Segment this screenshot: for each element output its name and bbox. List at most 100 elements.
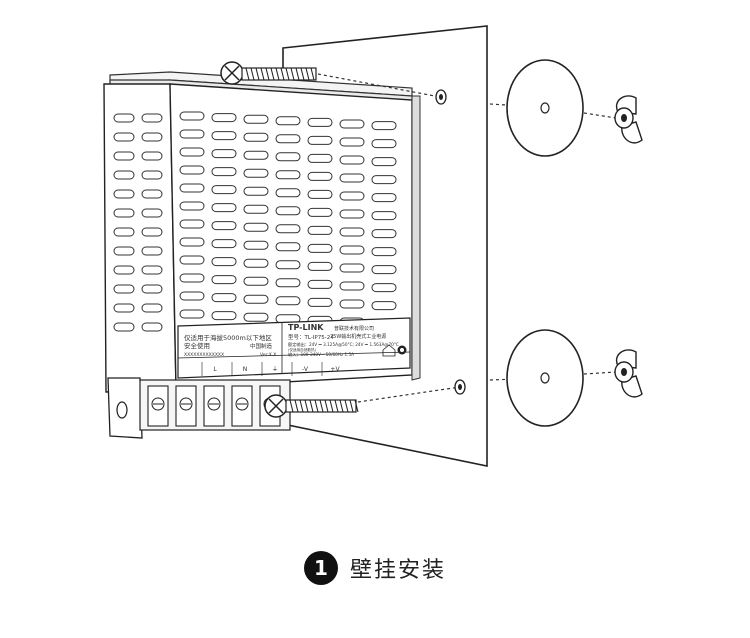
vent-slot	[371, 121, 397, 131]
terminal-label: N	[243, 366, 248, 373]
terminal-label: -V	[302, 366, 309, 373]
vent-slot	[339, 227, 365, 237]
vent-slot	[211, 113, 237, 123]
vent-slot	[179, 147, 205, 157]
vent-slot	[113, 113, 135, 123]
vent-slot	[307, 117, 333, 127]
vent-slot	[179, 165, 205, 175]
vent-slot	[113, 303, 135, 313]
vent-slot	[113, 151, 135, 161]
vent-slot	[275, 188, 301, 198]
terminal-label: L	[213, 366, 217, 373]
vent-slot	[275, 260, 301, 270]
vent-slot	[243, 312, 269, 322]
mount-hole-top	[435, 89, 447, 105]
vent-slot	[243, 132, 269, 142]
vent-slot	[211, 293, 237, 303]
vent-slot	[113, 170, 135, 180]
wing-nut-bottom	[614, 349, 643, 398]
terminal-post	[175, 385, 197, 427]
vent-slot	[371, 139, 397, 149]
terminal-label: ⏚	[272, 366, 278, 373]
guide-line-nut-bottom	[583, 371, 617, 375]
vent-slot	[339, 209, 365, 219]
guide-line-top	[317, 73, 441, 98]
vent-slot	[179, 237, 205, 247]
step-number-badge: 1	[303, 551, 338, 585]
label-batch: Ver:X.X	[260, 352, 276, 358]
label-notice-line1: 仅适用于海拔5000m以下地区	[184, 333, 272, 342]
vent-slot	[275, 296, 301, 306]
vent-slot	[211, 221, 237, 231]
vent-slot	[307, 153, 333, 163]
vent-slot	[243, 276, 269, 286]
vent-slot	[339, 281, 365, 291]
vent-slot	[211, 311, 237, 321]
vent-slot	[307, 279, 333, 289]
vent-slot	[179, 273, 205, 283]
vent-slot	[141, 208, 163, 218]
vent-slot	[141, 227, 163, 237]
vent-slot	[141, 303, 163, 313]
vent-slot	[275, 242, 301, 252]
label-brand: TP-LINK	[288, 323, 324, 332]
vent-slot	[275, 206, 301, 216]
home-icon	[382, 344, 396, 357]
vent-slot	[141, 113, 163, 123]
label-company: 普联技术有限公司	[334, 325, 374, 332]
screw-top	[220, 61, 317, 85]
step-caption: 1 壁挂安装	[0, 548, 750, 588]
vent-slot	[275, 278, 301, 288]
vent-slot	[371, 265, 397, 275]
washer-top	[506, 59, 584, 157]
vent-slot	[243, 150, 269, 160]
vent-slot	[307, 261, 333, 271]
vent-slot	[141, 322, 163, 332]
vent-slot	[371, 283, 397, 293]
vent-slot	[141, 132, 163, 142]
vent-slot	[243, 114, 269, 124]
vent-slot	[339, 155, 365, 165]
vent-slot	[371, 301, 397, 311]
vent-slot	[179, 111, 205, 121]
vent-slot	[307, 243, 333, 253]
product-label: 仅适用于海拔5000m以下地区 安全使用 中国制造 XXXXXXXXXXXXX …	[177, 317, 411, 379]
terminal-label: +V	[330, 366, 340, 373]
vent-slot	[243, 222, 269, 232]
label-notice-line2: 安全使用	[184, 341, 210, 350]
vent-slot	[211, 275, 237, 285]
label-rating-out-suffix: (仅适用自然散热)	[288, 347, 317, 352]
vent-slot	[371, 157, 397, 167]
vent-slot	[307, 297, 333, 307]
vent-slot	[243, 258, 269, 268]
certification-icon	[397, 345, 407, 355]
step-title: 壁挂安装	[349, 558, 446, 583]
vent-slot	[371, 247, 397, 257]
wall-mount-diagram: 仅适用于海拔5000m以下地区 安全使用 中国制造 XXXXXXXXXXXXX …	[103, 25, 643, 467]
vent-slot	[141, 151, 163, 161]
guide-line-nut-top	[583, 112, 617, 119]
vent-slot	[339, 245, 365, 255]
vent-slot	[179, 255, 205, 265]
vent-slot	[211, 131, 237, 141]
vent-slot	[339, 299, 365, 309]
vent-slot	[339, 191, 365, 201]
vent-slot	[243, 168, 269, 178]
vent-slot	[371, 211, 397, 221]
vent-slot	[307, 207, 333, 217]
vent-slot	[371, 193, 397, 203]
vent-slot	[179, 201, 205, 211]
vent-slot	[339, 263, 365, 273]
vent-slot	[211, 257, 237, 267]
vent-slot	[179, 291, 205, 301]
vent-slot	[275, 170, 301, 180]
mount-hole-bottom	[454, 379, 466, 395]
vent-slot	[113, 189, 135, 199]
vent-slot	[141, 284, 163, 294]
vent-slot	[243, 204, 269, 214]
screw-bottom	[264, 394, 359, 418]
vent-slot	[113, 227, 135, 237]
label-model: 型号：TL-IP75-24	[288, 333, 334, 341]
washer-bottom	[506, 329, 584, 427]
vent-slot	[211, 185, 237, 195]
